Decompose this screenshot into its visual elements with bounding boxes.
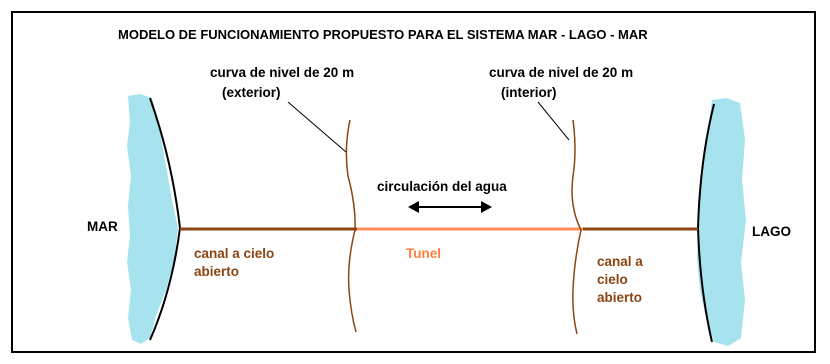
canal-right-label-line3: abierto [597, 290, 642, 305]
contour-exterior-label-line2: (exterior) [222, 85, 281, 100]
canal-right-label-line2: cielo [597, 272, 628, 287]
mar-label: MAR [87, 219, 118, 234]
lago-label: LAGO [752, 224, 791, 239]
flow-arrow-left-head [408, 201, 419, 213]
contour-interior-label-line2: (interior) [501, 85, 557, 100]
mar-water-body [127, 94, 178, 344]
flow-arrow-right-head [481, 201, 492, 213]
contour-interior-label-line1: curva de nivel de 20 m [489, 65, 633, 80]
canal-left-label-line1: canal a cielo [194, 246, 274, 261]
diagram-title: MODELO DE FUNCIONAMIENTO PROPUESTO PARA … [118, 27, 648, 42]
canal-left-label-line2: abierto [194, 264, 239, 279]
contour-line-interior [571, 119, 582, 335]
lago-shoreline [696, 103, 715, 343]
canal-right-label-line1: canal a [597, 254, 643, 269]
tunnel-label: Tunel [406, 246, 441, 261]
leader-line-interior [537, 101, 570, 141]
lago-water-body [697, 98, 746, 346]
contour-line-exterior [345, 119, 357, 333]
mar-shoreline [149, 97, 182, 341]
contour-exterior-label-line1: curva de nivel de 20 m [210, 65, 354, 80]
water-flow-label: circulación del agua [377, 179, 507, 194]
leader-line-exterior [287, 101, 347, 153]
